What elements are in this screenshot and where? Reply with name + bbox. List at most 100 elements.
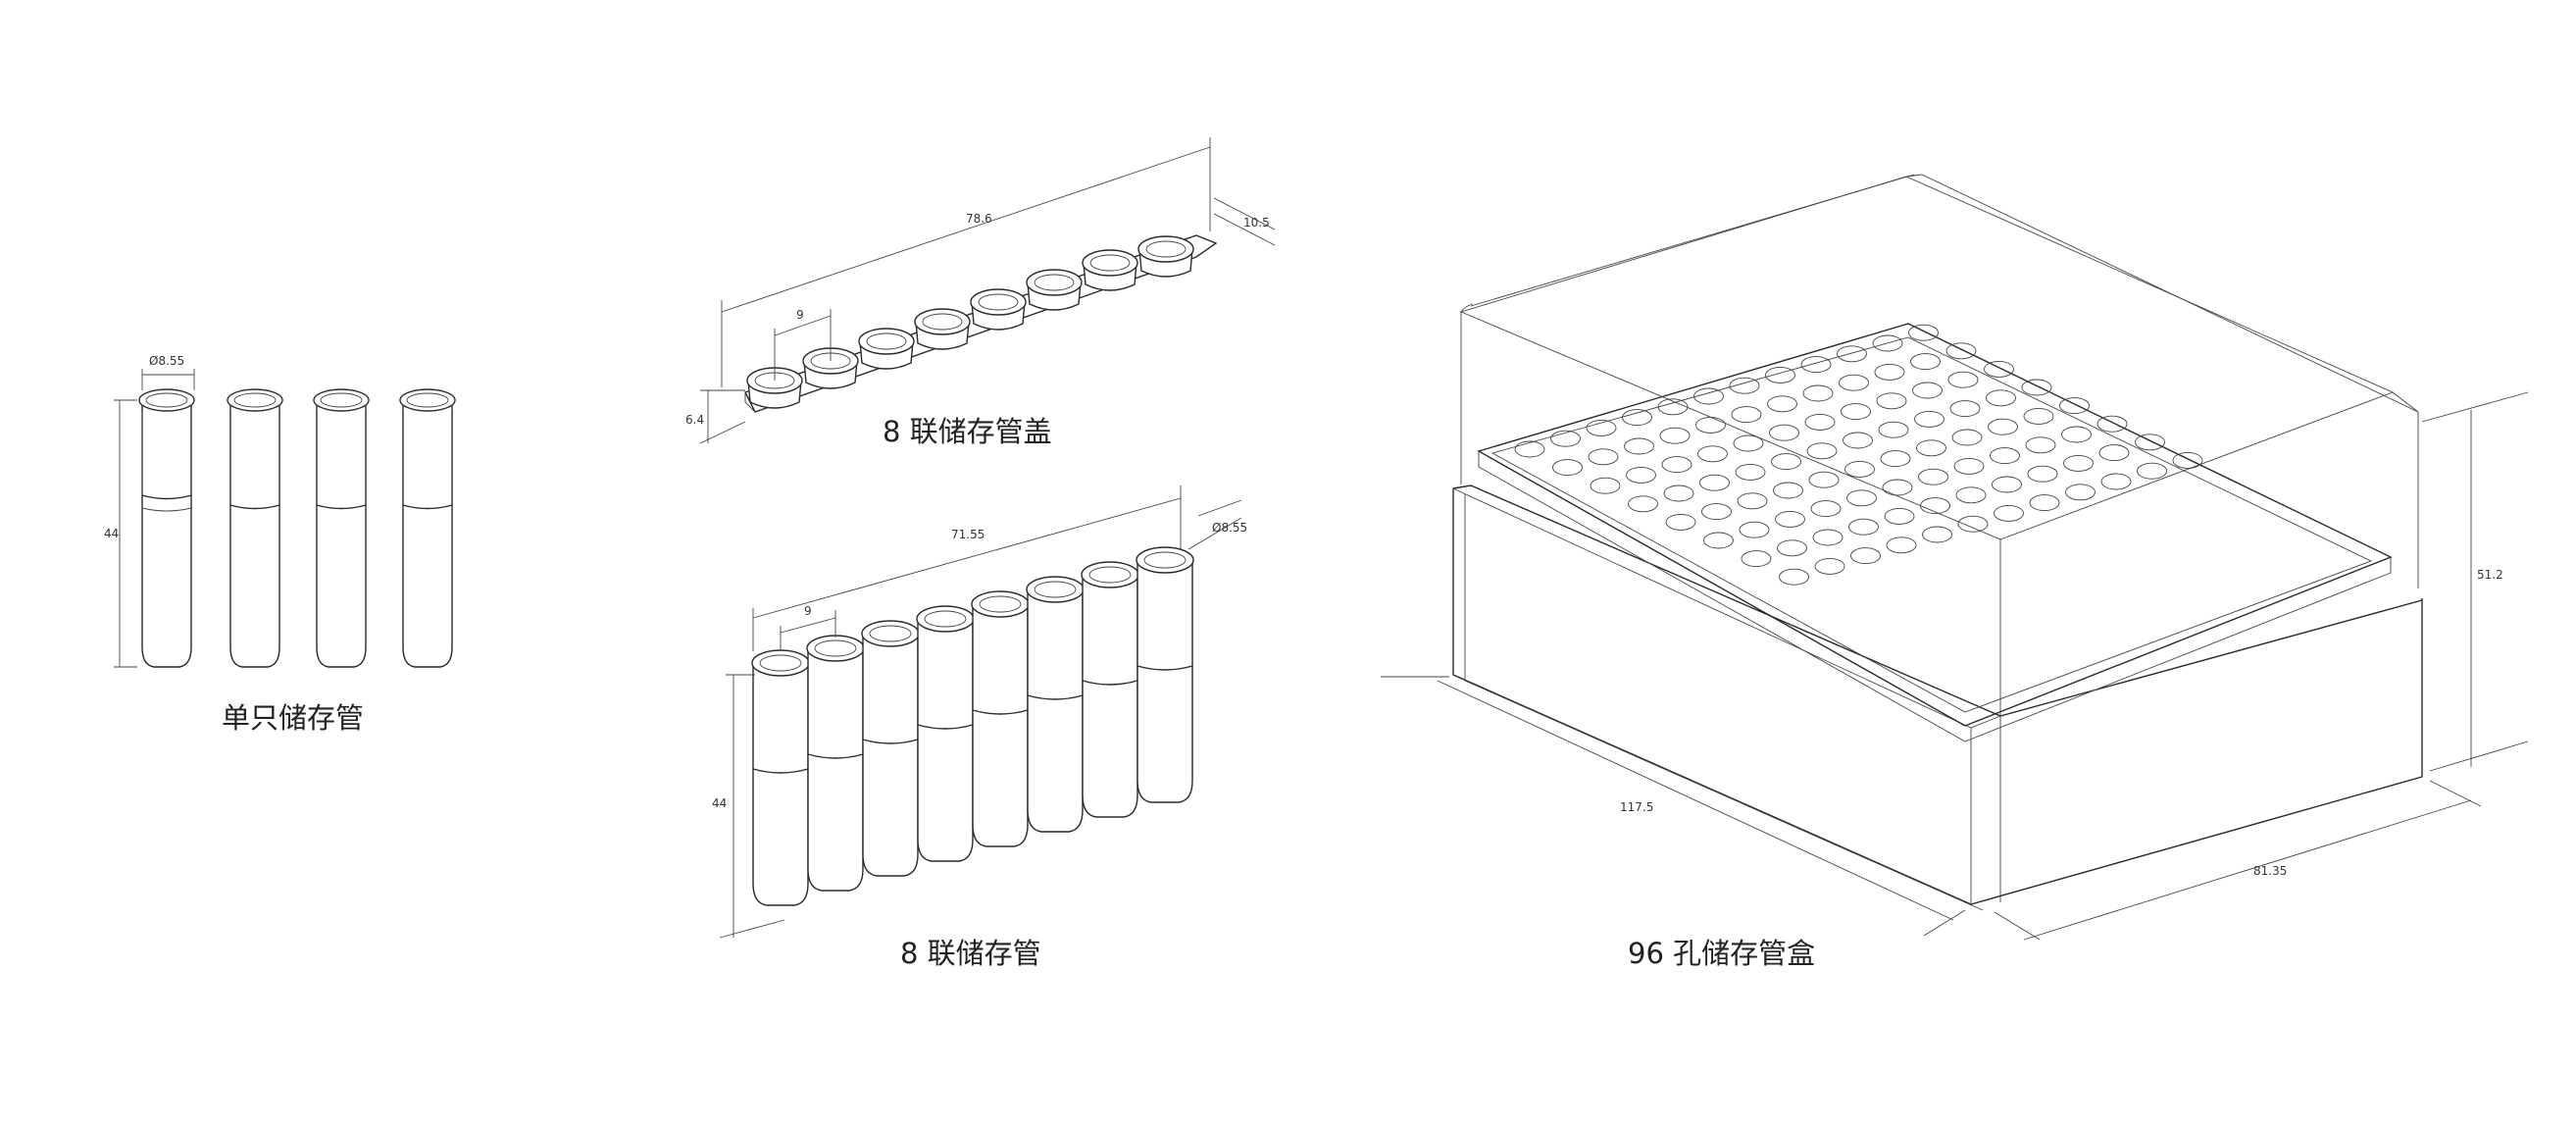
well [1841, 403, 1871, 421]
box-base [1452, 485, 2423, 911]
well [1800, 356, 1832, 374]
well [1988, 418, 2018, 435]
box-height-label: 51.2 [2477, 568, 2503, 582]
cap-pitch-label: 9 [796, 308, 804, 322]
cap-height-label: 6.4 [685, 413, 704, 427]
well [1844, 460, 1875, 478]
well [1733, 434, 1764, 452]
well [1947, 371, 1979, 388]
well [2021, 379, 2052, 396]
well [1586, 419, 1617, 436]
well [1850, 547, 1881, 565]
well [1665, 513, 1696, 531]
well [1657, 398, 1689, 416]
well [1622, 409, 1652, 427]
well [1986, 389, 2016, 407]
cap [970, 288, 1027, 331]
well [1731, 406, 1762, 424]
well [1846, 489, 1877, 507]
single-tube-group: Ø8.55 44 单只储存管 [104, 354, 456, 735]
well [1693, 387, 1724, 405]
well [1588, 448, 1619, 466]
cap-strip-caption: 8 联储存管盖 [883, 415, 1052, 448]
well [1806, 442, 1838, 460]
box-lid [1459, 174, 2419, 722]
well [1699, 474, 1730, 491]
well [1876, 392, 1907, 410]
well [2023, 407, 2054, 425]
strip-height-label: 44 [712, 796, 727, 810]
strip-length-label: 71.55 [951, 528, 985, 541]
well [1741, 550, 1772, 568]
well [1884, 507, 1915, 525]
box-caption: 96 孔储存管盒 [1628, 937, 1815, 970]
cap [1026, 269, 1083, 311]
well [1777, 539, 1807, 557]
well [1765, 366, 1795, 383]
well [1552, 459, 1583, 477]
well [1886, 536, 1917, 554]
well [2029, 494, 2060, 512]
well [1957, 515, 1989, 533]
well [1729, 377, 1760, 394]
strip-tube [1026, 576, 1085, 833]
single-tube [399, 388, 456, 668]
strip-tube [1081, 561, 1139, 818]
well [2059, 397, 2090, 415]
well [1874, 363, 1905, 381]
well [1767, 395, 1797, 413]
single-height-label: 44 [104, 527, 119, 540]
well [2065, 484, 2096, 501]
well [2100, 473, 2132, 490]
well [1908, 324, 1939, 341]
well [1663, 485, 1694, 502]
single-diameter-label: Ø8.55 [149, 354, 184, 368]
cap [746, 367, 803, 409]
well [1914, 410, 1945, 428]
box-group: 117.5 81.35 51.2 96 孔储存管盒 [1381, 174, 2529, 970]
well [1916, 439, 1946, 457]
tube-strip-caption: 8 联储存管 [900, 937, 1041, 970]
well [1628, 495, 1658, 513]
well [1912, 382, 1943, 399]
well [1910, 353, 1941, 371]
well [1773, 482, 1803, 499]
cap-width-label: 10.5 [1243, 216, 1270, 230]
cap [1137, 235, 1194, 278]
single-dimension-lines [114, 369, 195, 668]
well [1839, 374, 1869, 391]
strip-tube [1136, 546, 1194, 803]
well [2063, 454, 2094, 472]
strip-pitch-label: 9 [804, 604, 812, 618]
box-width-label: 81.35 [2253, 864, 2287, 878]
well [1703, 532, 1734, 549]
well [2135, 434, 2165, 451]
cap [1082, 249, 1138, 291]
well [1659, 427, 1691, 444]
cap [858, 328, 915, 370]
well [1808, 471, 1840, 488]
well [1802, 384, 1834, 402]
strip-tube [861, 620, 920, 877]
well [2096, 415, 2128, 433]
strip-dimension-lines [719, 485, 1242, 939]
strip-tube [806, 635, 865, 892]
well-grid [1514, 324, 2203, 586]
well [2137, 462, 2167, 480]
well [2025, 436, 2056, 454]
well [1775, 510, 1805, 528]
well [1550, 430, 1581, 447]
box-rack [1477, 323, 2393, 742]
well [1882, 479, 1913, 496]
well [1922, 526, 1952, 543]
well [1804, 413, 1836, 431]
strip-diameter-label: Ø8.55 [1212, 521, 1247, 535]
single-tube [227, 388, 283, 668]
cap-strip-caps [746, 235, 1194, 409]
well [1812, 529, 1844, 546]
well [1945, 342, 1977, 360]
well [1735, 463, 1766, 481]
well [1779, 568, 1809, 586]
well [1880, 450, 1911, 468]
well [1994, 504, 2024, 522]
